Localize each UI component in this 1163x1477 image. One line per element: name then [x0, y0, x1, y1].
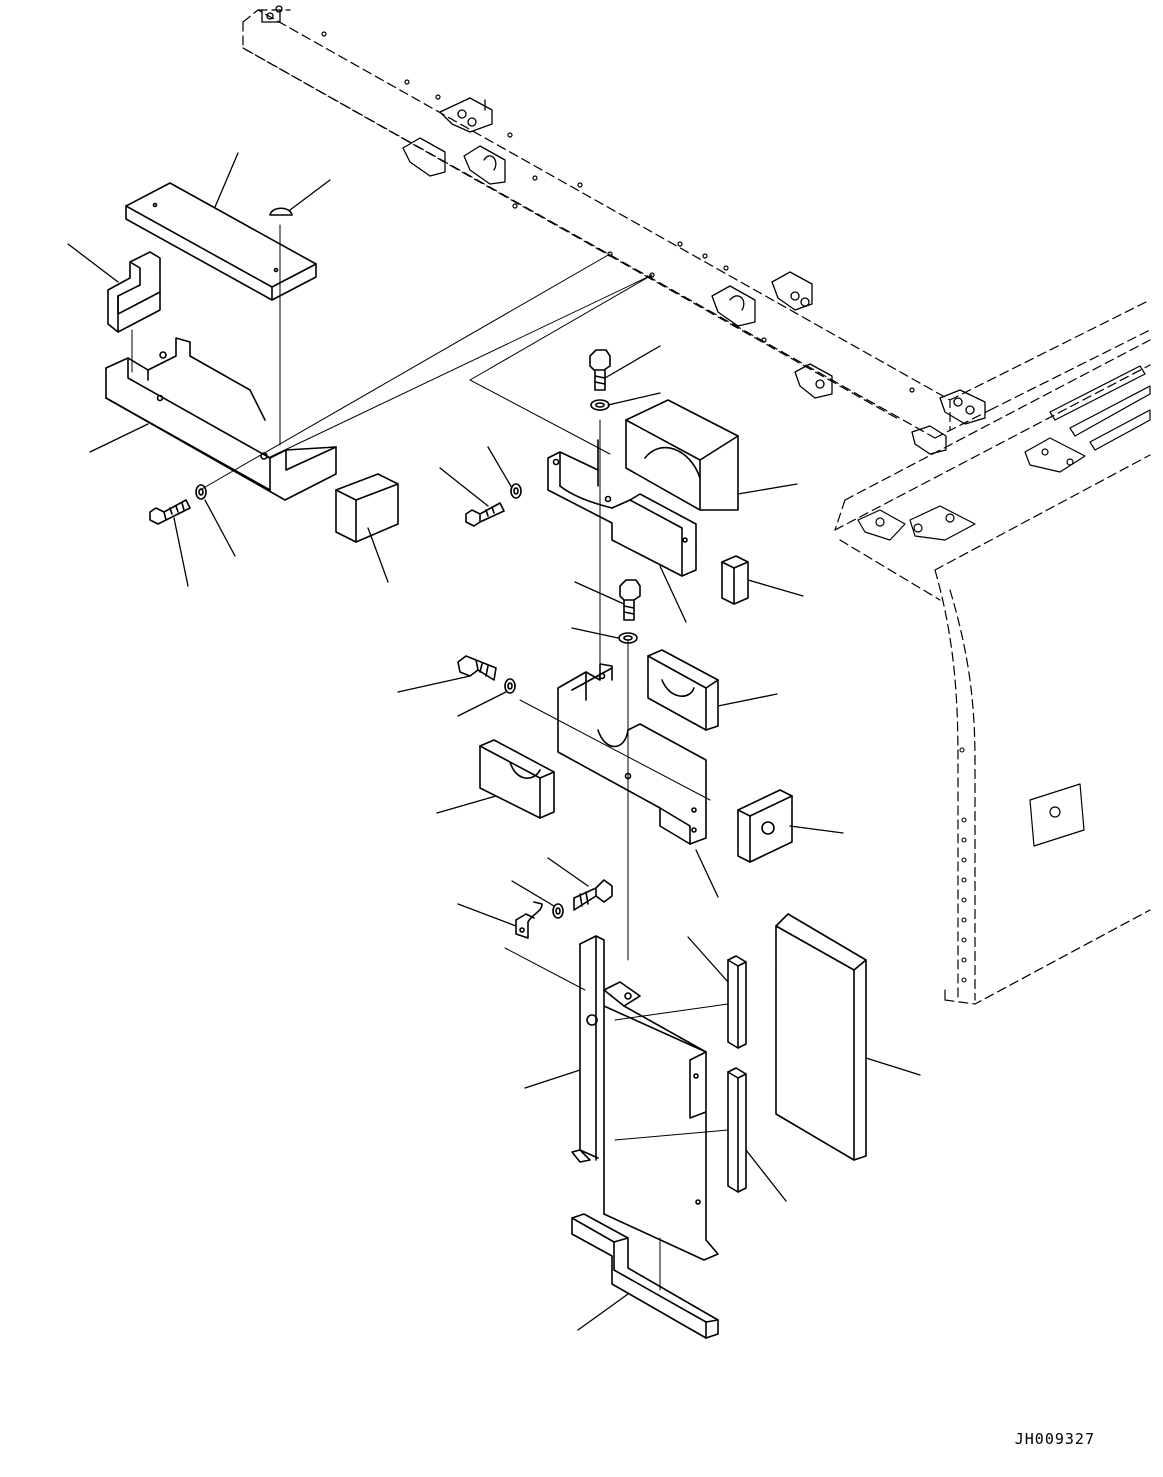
frame-holes	[322, 32, 914, 392]
top-plate	[126, 183, 316, 300]
leader-middle-side-bolt	[398, 676, 470, 692]
middle-square-pad	[738, 790, 792, 862]
upper-saddle-block	[626, 400, 738, 510]
lower-strip	[728, 1068, 746, 1192]
leader-middle-bracket	[696, 850, 718, 897]
leader-left-block	[68, 244, 118, 282]
upper-side-bolt	[466, 503, 504, 526]
assembly-lines	[132, 225, 728, 1290]
leader-cap	[290, 180, 330, 210]
lower-bolt	[574, 880, 612, 910]
lower-support-bracket	[572, 936, 718, 1260]
upper-bolt	[590, 350, 610, 390]
leader-upper-bracket	[660, 566, 686, 622]
leader-lower-washer	[512, 881, 554, 906]
upper-clamp-bracket	[548, 440, 696, 576]
middle-side-bolt	[458, 656, 496, 680]
leader-middle-side-washer	[458, 692, 506, 716]
leader-lower-strip	[746, 1150, 786, 1201]
middle-clamp-bracket	[558, 664, 706, 844]
housing-holes	[960, 748, 966, 982]
upper-side-washer	[511, 484, 521, 498]
leader-upper-side-bolt	[440, 468, 488, 506]
middle-washer	[619, 633, 637, 643]
tall-plate	[776, 914, 866, 1160]
left-washer	[196, 485, 206, 499]
leader-clip	[458, 904, 516, 926]
bottom-bracket-left	[106, 338, 336, 500]
left-bolt	[150, 500, 190, 524]
lower-washer	[553, 904, 563, 918]
upper-washer	[591, 400, 609, 410]
leader-saddle-block	[738, 484, 797, 494]
frame-brackets	[262, 6, 985, 454]
side-housing	[835, 340, 1150, 1004]
rivet-cap	[270, 208, 292, 215]
leader-tall-plate	[866, 1058, 920, 1075]
leader-upper-side-washer	[488, 447, 512, 488]
drawing-reference-code: JH009327	[1014, 1430, 1095, 1448]
upper-frame-rail	[243, 10, 1150, 438]
leader-middle-washer	[572, 628, 618, 638]
upper-small-pad	[722, 556, 748, 604]
leader-left-saddle	[437, 796, 496, 813]
leader-middle-bolt	[575, 582, 624, 604]
leader-top-plate	[215, 153, 238, 207]
leader-upper-washer	[608, 393, 660, 405]
middle-side-washer	[505, 679, 515, 693]
leader-upper-strip	[688, 937, 728, 982]
leader-small-pad	[748, 580, 803, 596]
middle-left-saddle	[480, 740, 554, 818]
middle-right-saddle	[648, 650, 718, 730]
leader-left-bolt	[174, 518, 188, 586]
leader-upper-bolt	[605, 346, 660, 378]
leader-square-pad	[790, 826, 843, 833]
left-block	[108, 252, 160, 332]
housing-slots	[858, 366, 1150, 846]
leader-support-bracket	[525, 1070, 580, 1088]
bottom-rail	[572, 1214, 718, 1338]
leader-left-pad	[368, 528, 388, 582]
upper-strip	[728, 956, 746, 1048]
leader-right-saddle	[718, 694, 777, 706]
middle-bolt	[620, 580, 640, 620]
leader-left-washer	[205, 500, 235, 556]
leader-bottom-bracket	[90, 424, 148, 452]
leader-lines	[68, 153, 920, 1330]
left-pad	[336, 474, 398, 542]
small-clip	[516, 902, 542, 938]
leader-lower-bolt	[548, 858, 588, 886]
leader-bottom-rail	[578, 1294, 628, 1330]
